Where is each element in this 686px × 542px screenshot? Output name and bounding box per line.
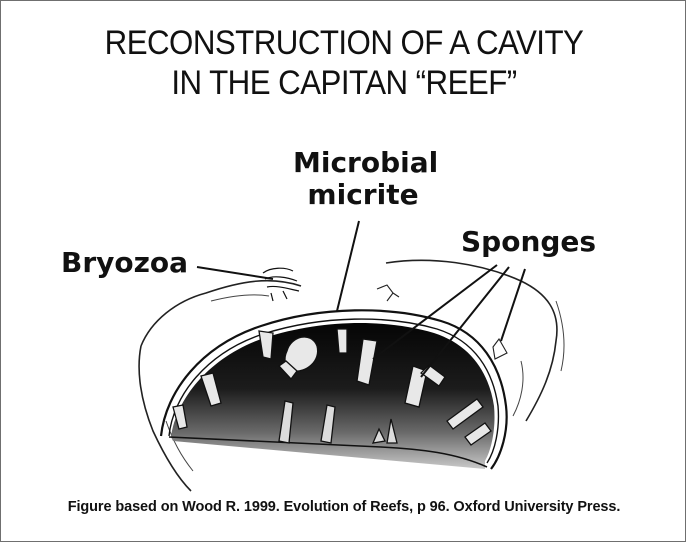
label-microbial-line-1: Microbial (293, 147, 433, 179)
label-microbial-micrite: Microbial micrite (293, 147, 433, 211)
label-microbial-line-2: micrite (293, 179, 433, 211)
figure-caption: Figure based on Wood R. 1999. Evolution … (1, 498, 686, 516)
leader-sponges-3 (501, 269, 525, 341)
leader-microbial (337, 221, 359, 311)
label-bryozoa: Bryozoa (61, 247, 188, 279)
leader-bryozoa (197, 267, 273, 279)
label-sponges: Sponges (461, 226, 596, 258)
